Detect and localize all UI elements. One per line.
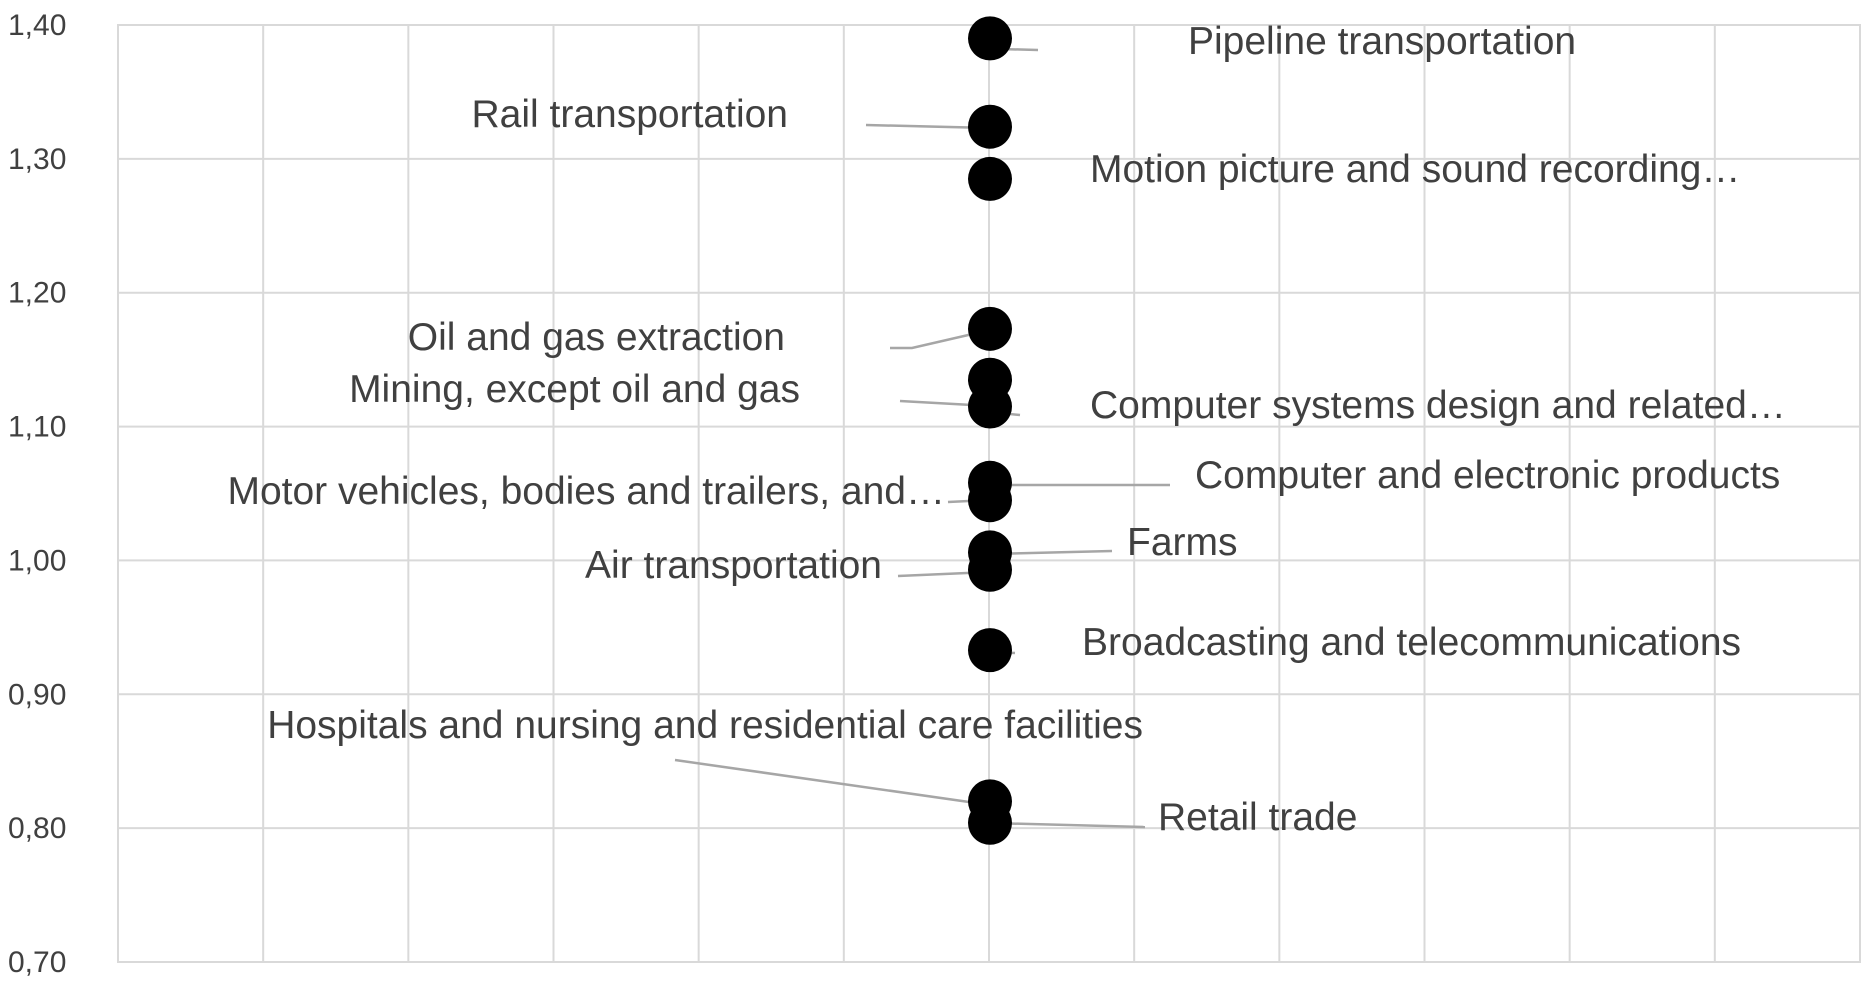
data-point [968, 104, 1012, 149]
leader-line [674, 758, 991, 807]
data-label: Computer systems design and related… [1090, 384, 1786, 427]
leader-line [890, 328, 991, 350]
data-label: Rail transportation [472, 93, 789, 136]
y-tick-label: 0,80 [8, 812, 66, 845]
data-point [968, 478, 1012, 523]
data-label: Retail trade [1158, 796, 1357, 839]
y-axis-tick-labels: 0,70 0,80 0,90 1,00 1,10 1,20 1,30 1,40 [8, 9, 66, 979]
y-tick-label: 1,00 [8, 544, 66, 577]
data-label: Broadcasting and telecommunications [1082, 621, 1741, 664]
data-point [968, 547, 1012, 592]
data-point [968, 800, 1012, 845]
data-label: Hospitals and nursing and residential ca… [267, 704, 1143, 747]
leader-line [989, 821, 1146, 829]
y-tick-label: 1,30 [8, 143, 66, 176]
y-tick-label: 1,40 [8, 9, 66, 42]
y-tick-label: 1,10 [8, 411, 66, 444]
data-point [968, 16, 1012, 61]
data-label: Computer and electronic products [1195, 454, 1780, 497]
y-tick-label: 0,90 [8, 678, 66, 711]
data-label: Farms [1127, 521, 1238, 564]
data-label: Mining, except oil and gas [349, 368, 800, 411]
data-point [968, 156, 1012, 201]
y-tick-label: 0,70 [8, 946, 66, 979]
data-label: Pipeline transportation [1188, 20, 1576, 63]
data-label: Motion picture and sound recording… [1090, 148, 1740, 191]
data-point [968, 306, 1012, 351]
data-label: Oil and gas extraction [408, 316, 785, 359]
y-tick-label: 1,20 [8, 277, 66, 310]
data-points [968, 16, 1012, 845]
data-point [968, 628, 1012, 673]
data-point [968, 384, 1012, 429]
data-label: Air transportation [585, 544, 882, 587]
data-label: Motor vehicles, bodies and trailers, and… [227, 470, 945, 513]
